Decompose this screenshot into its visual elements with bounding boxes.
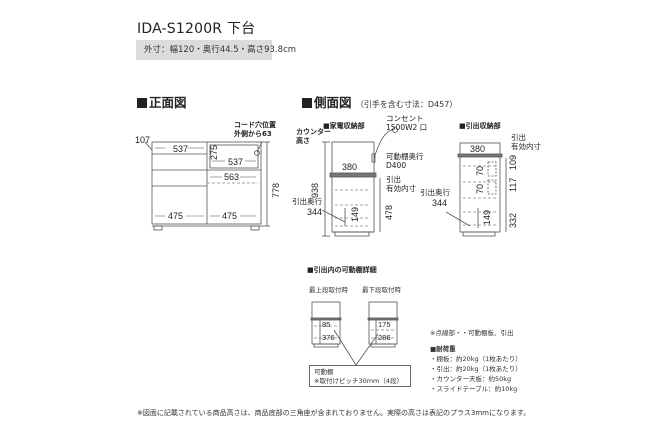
svg-text:149: 149 xyxy=(482,210,492,225)
square-bullet-icon xyxy=(302,98,312,108)
svg-text:70: 70 xyxy=(475,166,485,176)
svg-text:478: 478 xyxy=(384,205,394,220)
svg-text:376: 376 xyxy=(322,333,335,342)
front-cabinet-outline xyxy=(151,141,262,225)
svg-text:344: 344 xyxy=(307,207,322,217)
load-item: ・引出：約20kg（1枚あたり） xyxy=(430,365,522,373)
svg-text:109: 109 xyxy=(508,155,518,170)
load-heading: ■耐荷重 xyxy=(430,345,456,353)
top-mount-label: 最上段取付時 xyxy=(309,286,348,294)
spec-bar: 外寸：幅120・奥行44.5・高さ93.8cm xyxy=(136,40,296,60)
footer-note: ※図面に記載されている商品高さは、商品底部の三角座が含まれておりません。実際の高… xyxy=(137,409,531,417)
svg-text:286: 286 xyxy=(378,333,391,342)
svg-text:537: 537 xyxy=(228,157,243,167)
appliance-section-label: ■家電収納部 xyxy=(323,122,365,130)
svg-text:475: 475 xyxy=(168,211,183,221)
svg-text:380: 380 xyxy=(342,162,357,172)
side-view-heading: 側面図 （引手を含む寸法：D457） xyxy=(302,92,457,111)
svg-text:175: 175 xyxy=(378,320,391,329)
load-list: ・棚板：約20kg（1枚あたり） ・引出：約20kg（1枚あたり） ・カウンター… xyxy=(430,354,522,394)
load-item: ・スライドテーブル：約10kg xyxy=(430,385,518,393)
drawer-section-label: ■引出収納部 xyxy=(459,122,501,130)
cord-hole-label: コード穴位置外側から63 xyxy=(234,121,276,138)
front-view-heading: 正面図 xyxy=(137,92,187,111)
square-bullet-icon xyxy=(137,98,147,108)
svg-text:475: 475 xyxy=(222,211,237,221)
svg-text:117: 117 xyxy=(508,178,518,192)
svg-text:107: 107 xyxy=(135,135,150,145)
svg-text:778: 778 xyxy=(271,183,281,198)
drawer-unit-inner-label: 引出有効内寸 xyxy=(511,133,541,151)
svg-text:149: 149 xyxy=(350,207,360,222)
dotted-line-note: ※点線部・・可動棚板、引出 xyxy=(430,329,514,337)
drawer-unit-depth-label: 引出奥行 xyxy=(420,188,450,197)
load-item: ・棚板：約20kg（1枚あたり） xyxy=(430,355,522,363)
drawer-depth-label: 引出奥行 xyxy=(292,197,322,206)
svg-text:938: 938 xyxy=(310,183,320,198)
svg-text:70: 70 xyxy=(475,184,485,194)
svg-text:275: 275 xyxy=(209,145,219,160)
svg-text:563: 563 xyxy=(224,172,239,182)
svg-text:332: 332 xyxy=(508,213,518,228)
drawer-inner-label: 引出有効内寸 xyxy=(386,175,416,193)
svg-text:537: 537 xyxy=(173,144,188,154)
load-item: ・カウンター天板：約50kg xyxy=(430,375,512,383)
bottom-mount-label: 最下段取付時 xyxy=(362,286,401,294)
counter-height-label: カウンター高さ xyxy=(296,128,331,145)
svg-text:344: 344 xyxy=(432,198,447,208)
movable-shelf-callout: 可動棚※取付けピッチ30mm（4段） xyxy=(309,365,411,387)
svg-text:85: 85 xyxy=(322,320,330,329)
product-title: IDA-S1200R 下台 xyxy=(137,21,256,37)
shelf-detail-heading: ■引出内の可動棚詳細 xyxy=(307,266,377,274)
svg-text:380: 380 xyxy=(470,144,485,154)
